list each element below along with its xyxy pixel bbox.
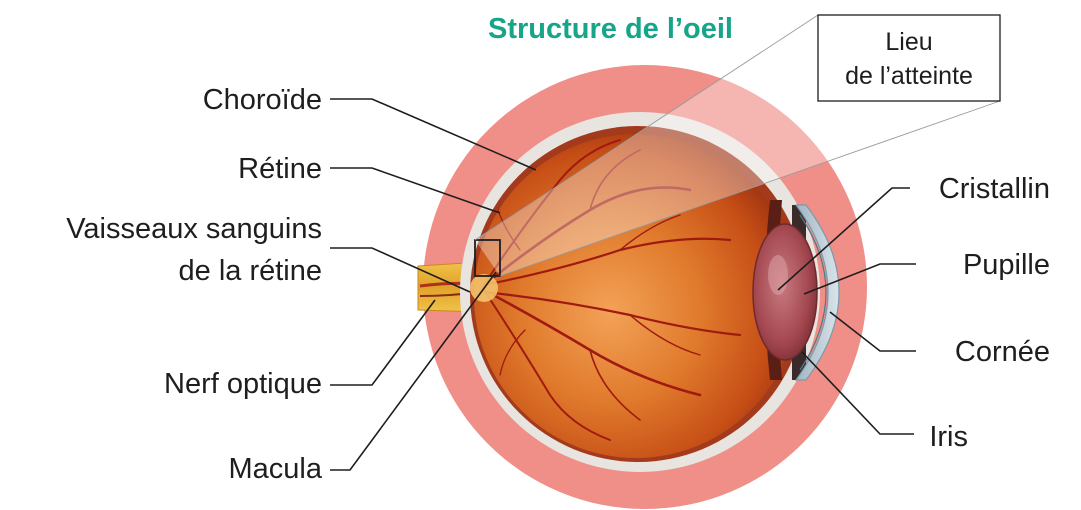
diagram-title: Structure de l’oeil [488, 13, 733, 45]
callout-line-1: Lieu [885, 28, 932, 56]
label-iris: Iris [929, 421, 968, 453]
leader-nerf-optique [330, 300, 435, 385]
label-cornee: Cornée [955, 336, 1050, 368]
label-nerf-optique: Nerf optique [164, 368, 322, 400]
label-vaisseaux-line2: de la rétine [179, 255, 323, 287]
label-retine: Rétine [238, 153, 322, 185]
label-vaisseaux-line1: Vaisseaux sanguins [66, 213, 322, 245]
label-choroide: Choroïde [203, 84, 322, 116]
label-pupille: Pupille [963, 249, 1050, 281]
label-cristallin: Cristallin [939, 173, 1050, 205]
callout-line-2: de l’atteinte [845, 62, 973, 90]
label-macula: Macula [229, 453, 323, 485]
